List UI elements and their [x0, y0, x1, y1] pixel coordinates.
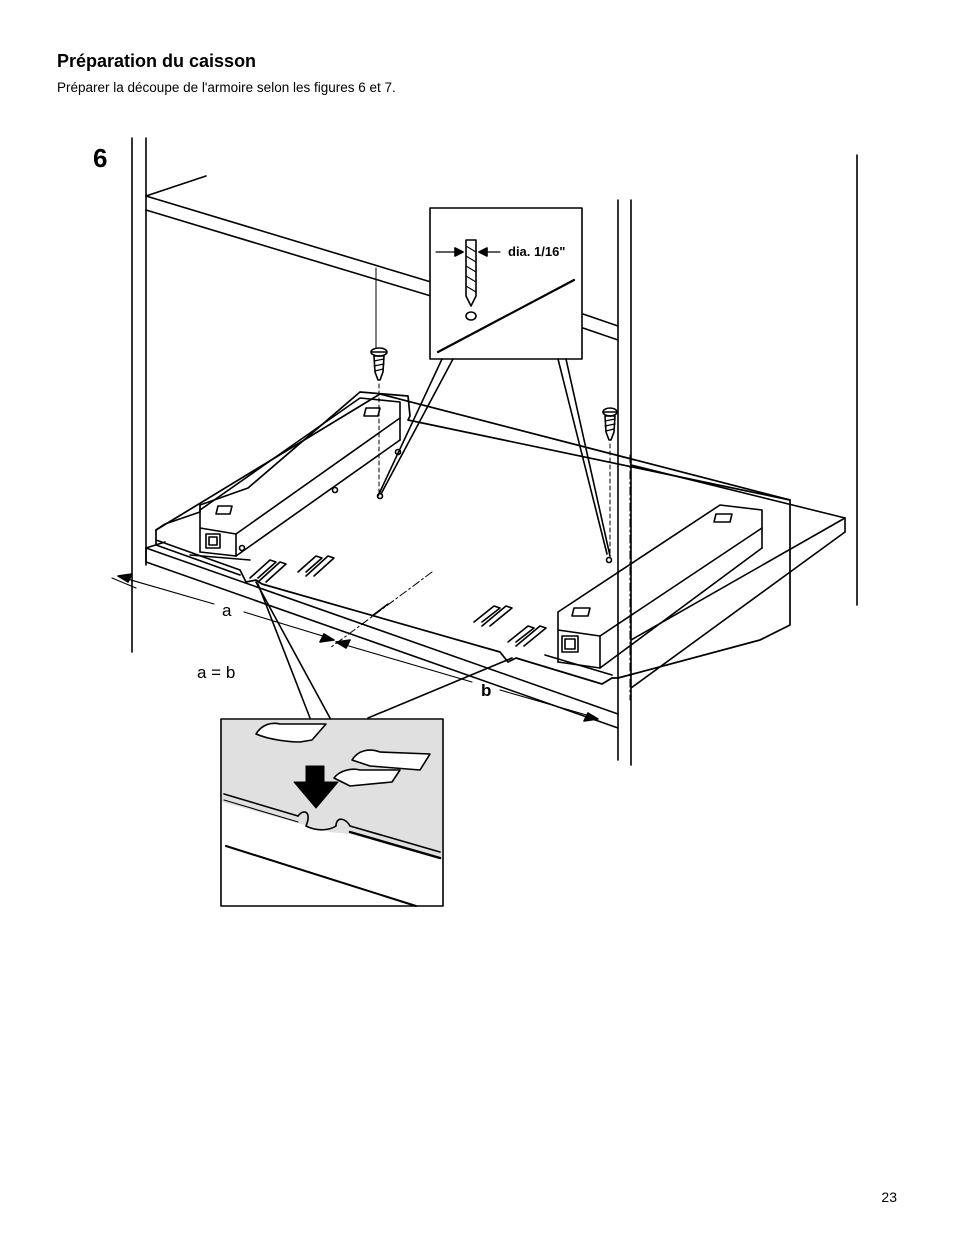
cabinet-left-wall: [131, 137, 147, 653]
screw-left-icon: [370, 347, 388, 495]
left-mounting-rail: [189, 397, 401, 561]
plate-hooks: [249, 555, 547, 647]
upper-shelf: [145, 175, 619, 341]
mounting-plate: [155, 391, 791, 685]
instruction-text: Préparer la découpe de l'armoire selon l…: [57, 80, 396, 95]
cabinet-right-wall: [617, 154, 858, 766]
section-title: Préparation du caisson: [57, 51, 257, 71]
drill-detail-callout: [377, 207, 611, 557]
lower-shelf: [145, 464, 846, 729]
figure-number: 6: [93, 143, 108, 173]
right-mounting-rail: [544, 504, 763, 676]
notch-detail-inset: [220, 718, 444, 907]
dimension-a-label: a: [222, 601, 232, 620]
dimension-b-label: b: [481, 681, 491, 700]
equation-label: a = b: [197, 663, 235, 682]
page-number: 23: [881, 1189, 897, 1205]
plate-holes: [238, 448, 613, 564]
drill-diameter-label: dia. 1/16": [508, 244, 565, 259]
dimension-b: [335, 639, 599, 722]
dimension-a: [111, 573, 335, 643]
screw-right-icon: [602, 407, 618, 559]
